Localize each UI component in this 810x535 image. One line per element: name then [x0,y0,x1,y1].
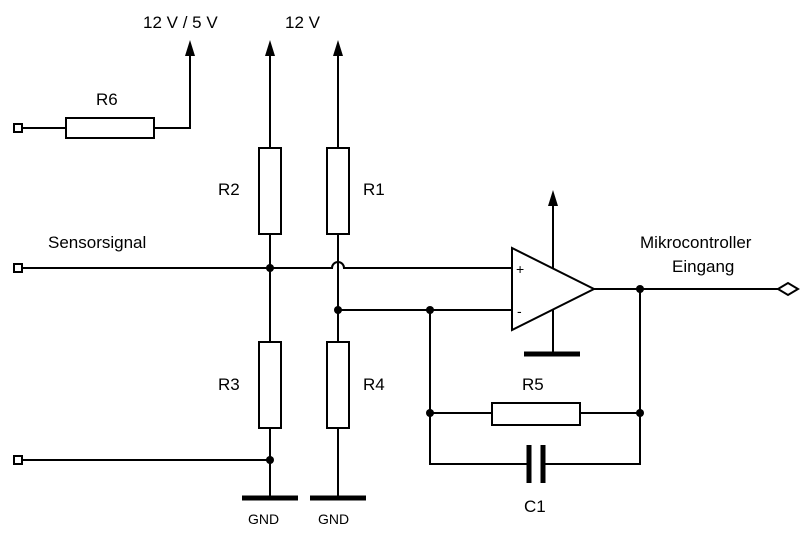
opamp-plus-label: + [516,261,524,277]
r5-label: R5 [522,375,544,394]
resistor-r5 [491,402,581,426]
supply-arrow-r1 [333,40,343,149]
supply-switchable-label: 12 V / 5 V [143,13,218,32]
gnd-right-label: GND [318,511,349,527]
r6-branch [13,117,191,139]
resistor-r1 [326,147,350,235]
output-terminal [776,281,800,297]
junction-dot [636,409,644,417]
junction-dot [426,409,434,417]
opamp-minus-label: - [517,303,522,319]
junction-dot [266,456,274,464]
c1-label: C1 [524,497,546,516]
r4-label: R4 [363,375,385,394]
resistor-r2 [258,147,282,235]
sensor-signal-label: Sensorsignal [48,233,146,252]
gnd-left-label: GND [248,511,279,527]
supply-arrow-switchable [185,40,195,129]
sensor-input-terminal [13,263,23,273]
r2-label: R2 [218,180,240,199]
r3-label: R3 [218,375,240,394]
supply-arrow-r2 [265,40,275,149]
junction-dot [334,306,342,314]
junction-dot [636,285,644,293]
resistor-r3 [258,341,282,429]
resistor-r4 [326,341,350,429]
bottom-input-terminal [13,455,23,465]
r1-label: R1 [363,180,385,199]
resistor-r6 [65,117,155,139]
supply-12v-label: 12 V [285,13,321,32]
junction-dot [266,264,274,272]
output-label-line1: Mikrocontroller [640,233,752,252]
junction-dot [426,306,434,314]
opamp-supply-arrow [548,190,558,269]
output-label-line2: Eingang [672,257,734,276]
r6-label: R6 [96,90,118,109]
